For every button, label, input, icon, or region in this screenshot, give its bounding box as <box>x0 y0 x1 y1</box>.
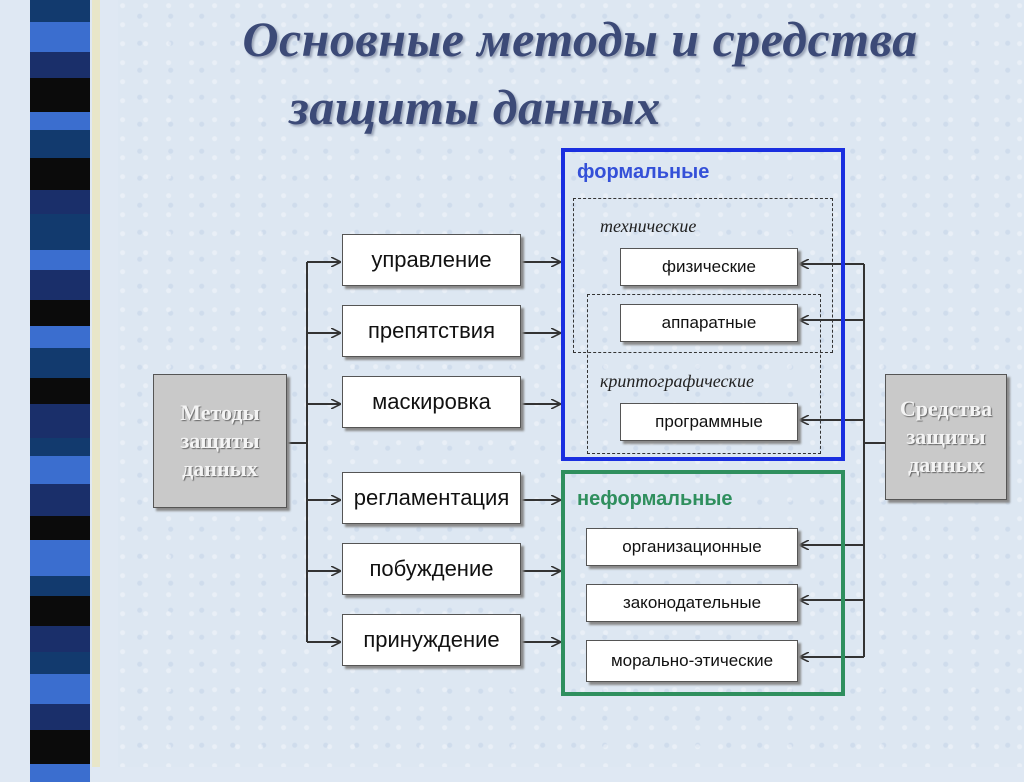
method-box-regulation: регламентация <box>342 472 521 524</box>
informal-means-frame <box>561 470 845 696</box>
method-box-management: управление <box>342 234 521 286</box>
stripe-segment <box>30 326 90 348</box>
informal-title: неформальные <box>577 488 733 510</box>
formal-means-frame <box>561 148 845 461</box>
slide-title-line-1: Основные методы и средства <box>242 11 918 67</box>
stripe-segment <box>30 438 90 456</box>
stripe-segment <box>30 270 90 300</box>
stripe-segment <box>30 190 90 214</box>
stripe-segment <box>30 404 90 438</box>
stripe-segment <box>30 652 90 674</box>
method-box-motivation: побуждение <box>342 543 521 595</box>
technical-group-outline <box>573 198 833 353</box>
stripe-segment <box>30 456 90 484</box>
means-box-organizational: организационные <box>586 528 798 566</box>
stripe-segment <box>30 300 90 326</box>
stripe-segment <box>30 112 90 130</box>
stripe-segment <box>30 78 90 112</box>
stripe-segment <box>30 626 90 652</box>
stripe-segment <box>30 158 90 190</box>
stripe-segment <box>30 596 90 626</box>
stripe-segment <box>30 214 90 250</box>
stripe-segment <box>30 540 90 576</box>
stripe-segment <box>30 576 90 596</box>
methods-label-box: Методы защиты данных <box>153 374 287 508</box>
stripe-segment <box>30 484 90 516</box>
means-label-box: Средства защиты данных <box>885 374 1007 500</box>
means-box-legislative: законодательные <box>586 584 798 622</box>
method-box-masking: маскировка <box>342 376 521 428</box>
stripe-segment <box>30 0 90 22</box>
means-box-software: программные <box>620 403 798 441</box>
slide-title-line-2: защиты данных <box>289 79 661 135</box>
stripe-segment <box>30 130 90 158</box>
crypto-label: криптографические <box>600 371 754 391</box>
stripe-segment <box>30 704 90 730</box>
formal-title: формальные <box>577 161 710 183</box>
stripe-segment <box>30 250 90 270</box>
stripe-segment <box>30 674 90 704</box>
stripe-segment <box>30 516 90 540</box>
method-box-coercion: принуждение <box>342 614 521 666</box>
stripe-segment <box>30 22 90 52</box>
stripe-segment <box>30 52 90 78</box>
crypto-group-outline <box>587 294 821 454</box>
stripe-segment <box>30 378 90 404</box>
means-box-hardware: аппаратные <box>620 304 798 342</box>
decorative-stripe <box>0 0 118 782</box>
means-box-physical: физические <box>620 248 798 286</box>
method-box-obstacles: препятствия <box>342 305 521 357</box>
slide-background <box>118 0 1024 767</box>
stripe-segment <box>30 730 90 764</box>
technical-label: технические <box>600 216 697 236</box>
means-box-moral-ethical: морально-этические <box>586 640 798 682</box>
stripe-segment <box>30 348 90 378</box>
